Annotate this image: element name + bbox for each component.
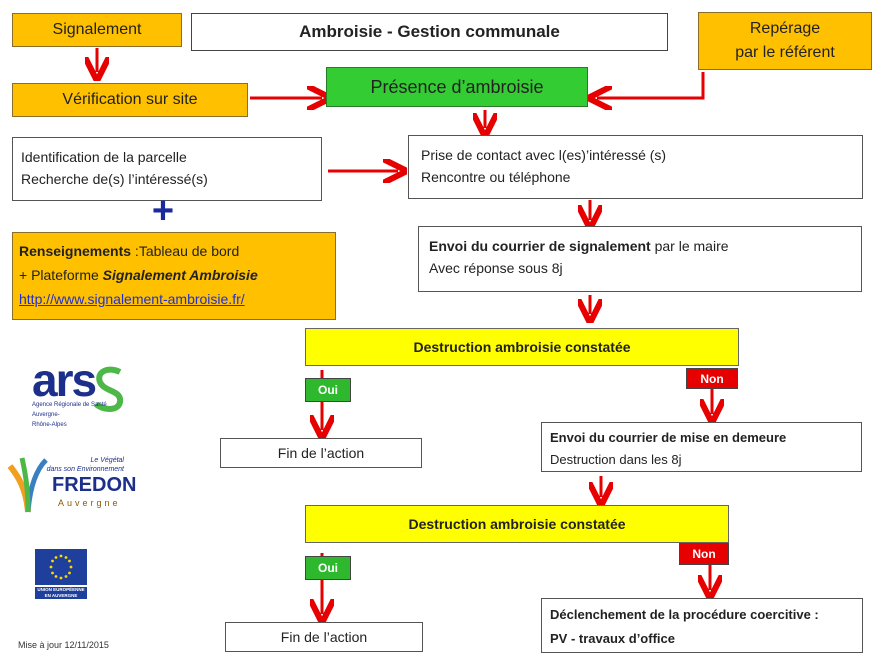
page-title: Ambroisie - Gestion communale [299,22,560,41]
oui-tag-2: Oui [305,556,351,580]
non-tag-1: Non [686,368,738,389]
procedure-line1: Déclenchement de la procédure coercitive… [550,607,819,622]
identification-line2: Recherche de(s) l’intéressé(s) [21,171,208,187]
arrow-reperage-presence [597,72,705,98]
reperage-line1: Repérage [749,20,821,37]
identification-line1: Identification de la parcelle [21,149,187,165]
destruction-label-1: Destruction ambroisie constatée [413,339,631,355]
ars-logo-text: ars [32,354,97,406]
mise-demeure-line1: Envoi du courrier de mise en demeure [550,430,787,445]
signalement-link[interactable]: http://www.signalement-ambroisie.fr/ [19,291,245,307]
fin-box-1: Fin de l’action [220,438,422,468]
renseignements-rest: :Tableau de bord [131,243,240,259]
fin-label-1: Fin de l’action [277,445,365,461]
oui-tag-1: Oui [305,378,351,402]
fredon-name: FREDON [52,474,137,496]
update-date: Mise à jour 12/11/2015 [18,640,109,650]
eu-stars-icon [49,554,73,580]
destruction-box-1: Destruction ambroisie constatée [305,328,739,366]
envoi-rest: par le maire [650,238,729,254]
presence-label: Présence d’ambroisie [370,77,544,97]
eu-line1: UNION EUROPÉENNE [37,587,85,592]
reperage-line2: par le référent [735,44,835,61]
fredon-tag1: Le Végétal [90,457,124,464]
envoi-bold: Envoi du courrier de signalement [429,238,651,254]
ars-sub1: Agence Régionale de Santé [32,402,107,408]
destruction-box-2: Destruction ambroisie constatée [305,505,729,543]
fin-box-2: Fin de l’action [225,622,423,652]
ars-logo: ars Agence Régionale de Santé Auvergne- … [32,357,132,432]
title-box: Ambroisie - Gestion communale [191,13,668,51]
verification-label: Vérification sur site [62,91,198,108]
renseignements-box: Renseignements :Tableau de bord + Platef… [12,232,336,320]
destruction-label-2: Destruction ambroisie constatée [408,516,626,532]
reperage-box: Repérage par le référent [698,12,872,70]
envoi-box: Envoi du courrier de signalement par le … [418,226,862,292]
plant-icon [8,457,48,513]
eu-line2: EN AUVERGNE [44,593,78,598]
fredon-region: Auvergne [58,498,121,508]
ars-sub2: Auvergne- [32,412,60,418]
plus-icon: + [151,190,175,232]
renseignements-bold: Renseignements [19,243,132,259]
fin-label-2: Fin de l’action [280,629,368,645]
plateforme-prefix: + Plateforme [19,267,103,283]
eu-logo: UNION EUROPÉENNE EN AUVERGNE [35,549,95,615]
ars-sub3: Rhône-Alpes [32,422,67,428]
envoi-line2: Avec réponse sous 8j [429,260,563,276]
fredon-logo: Le Végétal dans son Environnement FREDON… [8,452,136,514]
plateforme-name: Signalement Ambroisie [102,267,258,283]
identification-box: Identification de la parcelle Recherche … [12,137,322,201]
contact-line2: Rencontre ou téléphone [421,169,571,185]
signalement-label: Signalement [52,21,142,38]
ars-s-icon [93,366,124,412]
oui-label-2: Oui [318,561,338,575]
presence-box: Présence d’ambroisie [326,67,588,107]
non-label-1: Non [700,371,724,386]
signalement-box: Signalement [12,13,182,47]
mise-demeure-line2: Destruction dans les 8j [550,452,682,467]
procedure-box: Déclenchement de la procédure coercitive… [541,598,863,653]
fredon-tag2: dans son Environnement [46,466,124,473]
non-label-2: Non [692,547,716,561]
non-tag-2: Non [679,543,729,565]
oui-label-1: Oui [318,383,338,397]
eu-flag-icon [35,549,87,585]
mise-demeure-box: Envoi du courrier de mise en demeure Des… [541,422,862,472]
contact-line1: Prise de contact avec l(es)’intéressé (s… [421,147,667,163]
procedure-line2: PV - travaux d’office [550,631,675,646]
contact-box: Prise de contact avec l(es)’intéressé (s… [408,135,863,199]
verification-box: Vérification sur site [12,83,248,117]
